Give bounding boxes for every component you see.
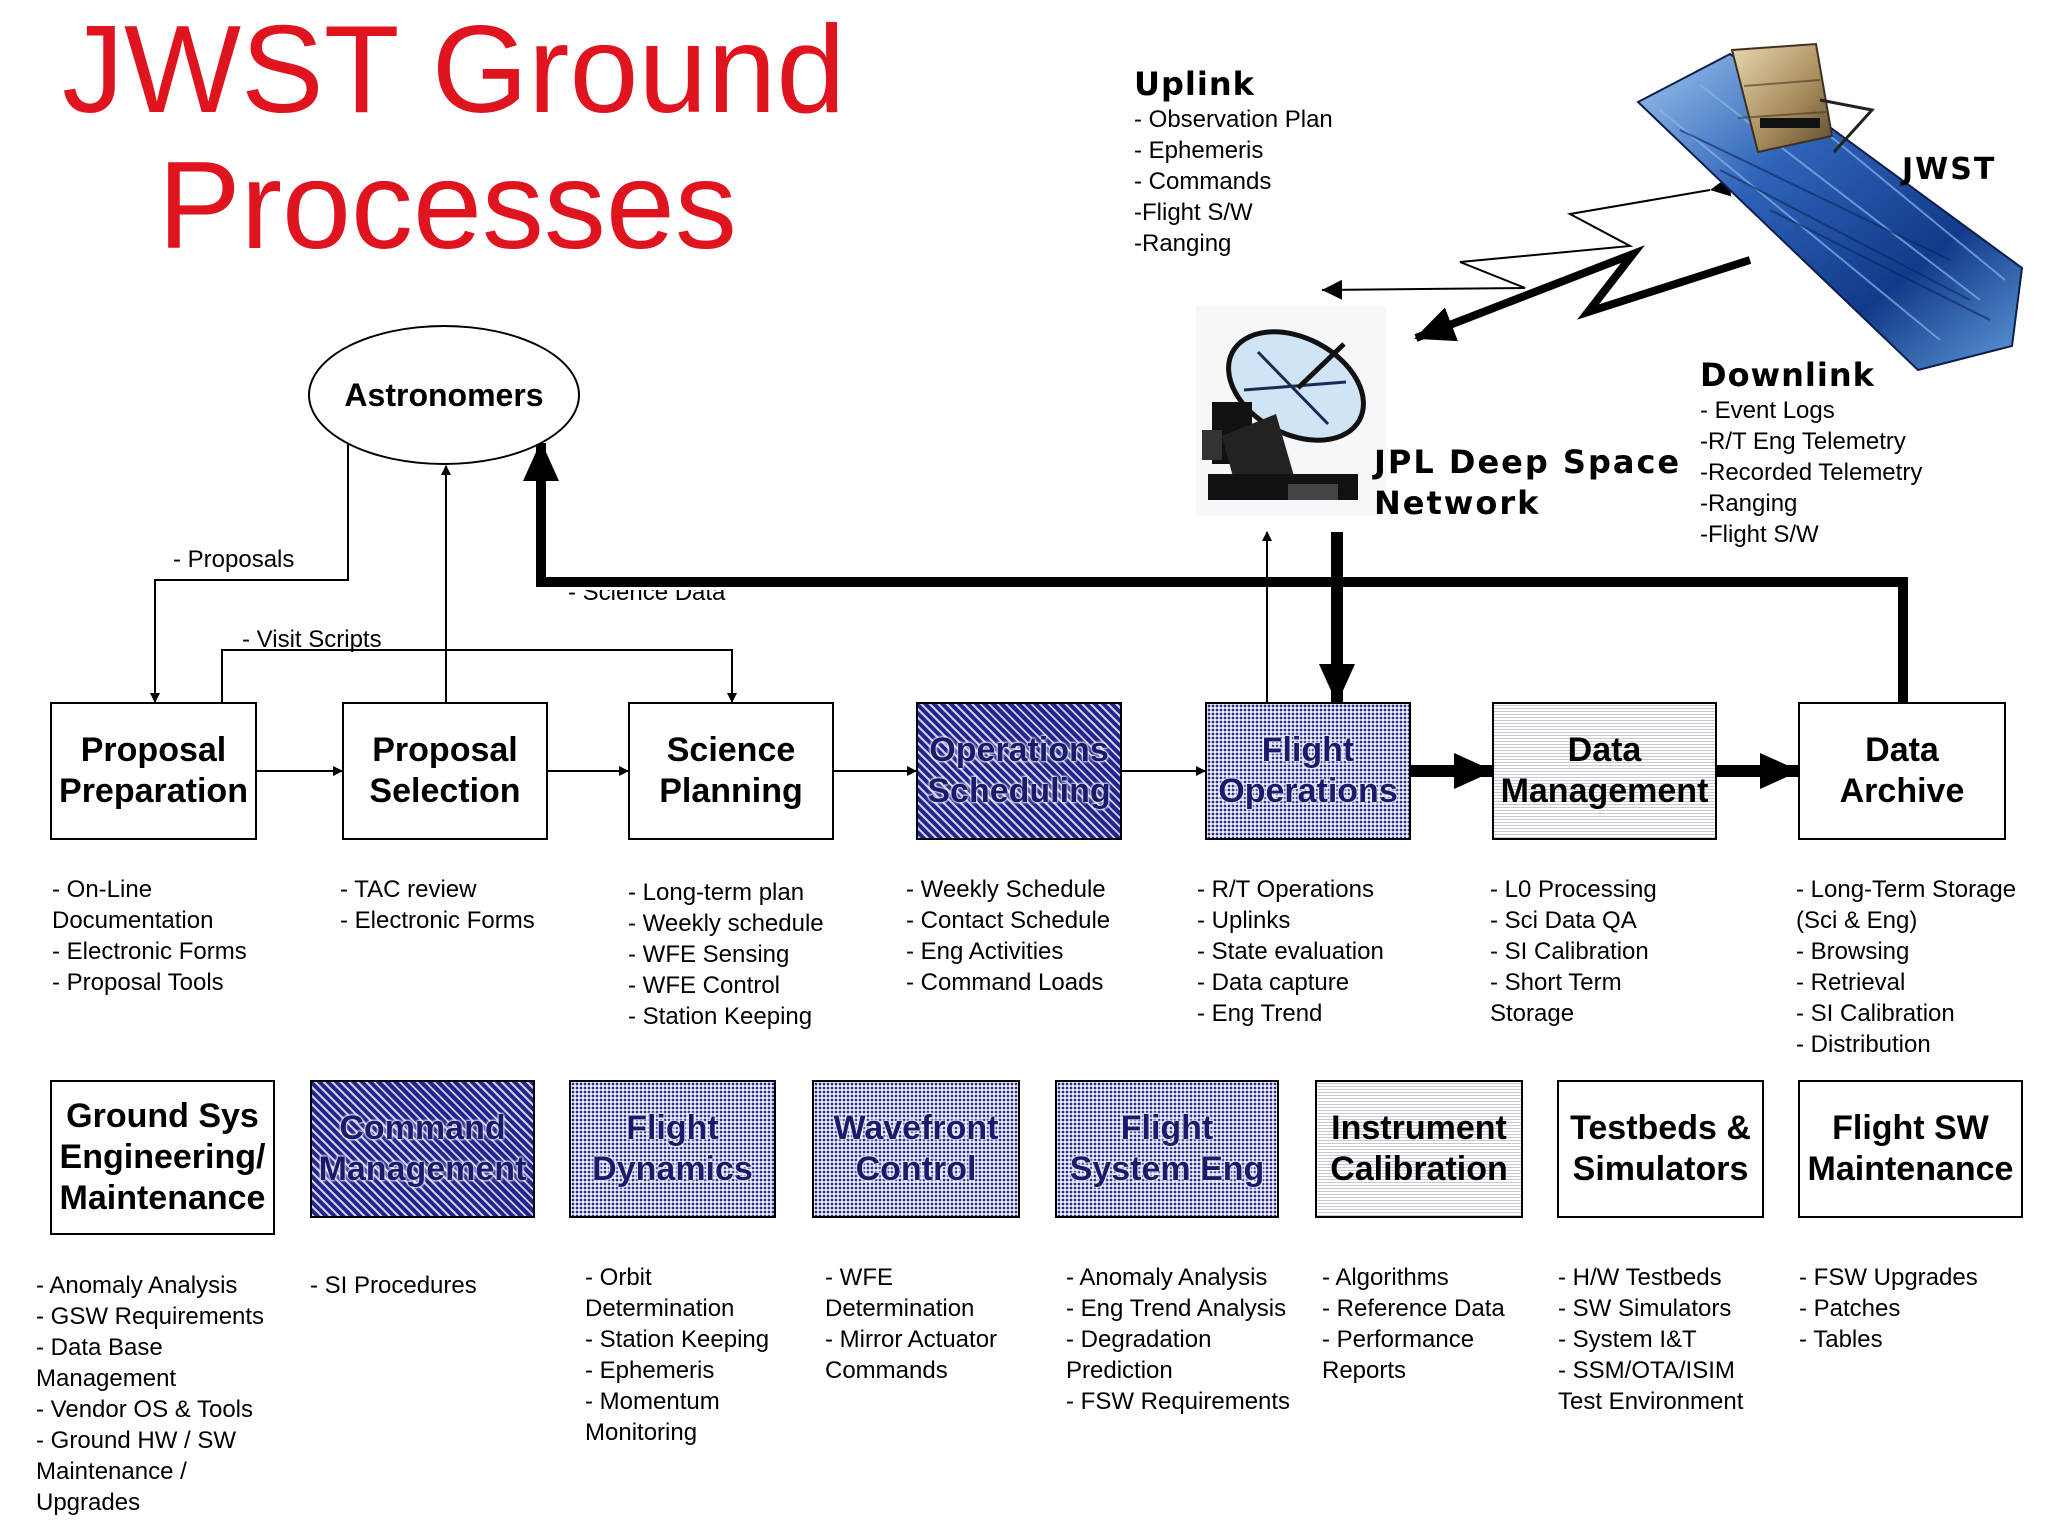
data-archive-box: Data Archive [1798, 702, 2006, 840]
proposal-selection-box: Proposal Selection [342, 702, 548, 840]
visit-scripts-label: - Visit Scripts [242, 626, 382, 653]
operations-scheduling-details: - Weekly Schedule - Contact Schedule - E… [906, 876, 1111, 996]
visit-scripts-arrow [221, 649, 737, 703]
science-planning-box: Science Planning [628, 702, 834, 840]
astronomers-node: Astronomers [308, 325, 580, 465]
science-data-label: - Science Data [568, 579, 726, 606]
proposal-preparation-box: Proposal Preparation [50, 702, 257, 840]
proposals-label: - Proposals [173, 546, 295, 573]
ground-sys-engineering-details: - Anomaly Analysis - GSW Requirements - … [36, 1272, 265, 1516]
page-title-line2: Processes [158, 137, 737, 275]
instrument-calibration-box: Instrument Calibration [1315, 1080, 1523, 1218]
downlink-heading: Downlink [1700, 356, 1875, 394]
data-archive-details: - Long-Term Storage (Sci & Eng) - Browsi… [1796, 876, 2017, 1058]
flight-sw-maintenance-box: Flight SW Maintenance [1798, 1080, 2023, 1218]
wavefront-control-box: Wavefront Control [812, 1080, 1020, 1218]
testbeds-simulators-details: - H/W Testbeds - SW Simulators - System … [1558, 1264, 1744, 1415]
flight-sw-maintenance-details: - FSW Upgrades - Patches - Tables [1799, 1264, 1978, 1353]
flight-dynamics-details: - Orbit Determination - Station Keeping … [585, 1264, 770, 1446]
testbeds-simulators-box: Testbeds & Simulators [1557, 1080, 1764, 1218]
instrument-calibration-details: - Algorithms - Reference Data - Performa… [1322, 1264, 1505, 1384]
flight-operations-box: Flight Operations [1205, 702, 1411, 840]
command-management-box: Command Management [310, 1080, 535, 1218]
ground-sys-engineering-box: Ground Sys Engineering/ Maintenance [50, 1080, 275, 1235]
wavefront-control-details: - WFE Determination - Mirror Actuator Co… [825, 1264, 998, 1384]
proposal-selection-details: - TAC review - Electronic Forms [340, 876, 535, 934]
data-management-box: Data Management [1492, 702, 1717, 840]
page-title-line1: JWST Ground [62, 1, 846, 139]
science-planning-details: - Long-term plan - Weekly schedule - WFE… [628, 879, 824, 1030]
flight-dynamics-box: Flight Dynamics [569, 1080, 776, 1218]
uplink-heading: Uplink [1134, 65, 1255, 103]
flight-system-eng-box: Flight System Eng [1055, 1080, 1279, 1218]
flight-system-eng-details: - Anomaly Analysis - Eng Trend Analysis … [1066, 1264, 1291, 1415]
uplink-list: - Observation Plan - Ephemeris - Command… [1134, 106, 1333, 257]
proposal-preparation-details: - On-Line Documentation - Electronic For… [52, 876, 247, 996]
jwst-telescope-image [1636, 42, 2024, 372]
data-management-details: - L0 Processing - Sci Data QA - SI Calib… [1490, 876, 1657, 1027]
dsn-antenna-image [1196, 306, 1386, 516]
dsn-label: JPL Deep Space Network [1374, 443, 1682, 522]
operations-scheduling-box: Operations Scheduling [916, 702, 1122, 840]
jwst-label: JWST [1902, 152, 1997, 187]
command-management-details: - SI Procedures [310, 1272, 477, 1299]
page-title: JWST Ground Processes [62, 2, 845, 274]
downlink-list: - Event Logs -R/T Eng Telemetry -Recorde… [1700, 397, 1923, 548]
flight-operations-details: - R/T Operations - Uplinks - State evalu… [1197, 876, 1384, 1027]
